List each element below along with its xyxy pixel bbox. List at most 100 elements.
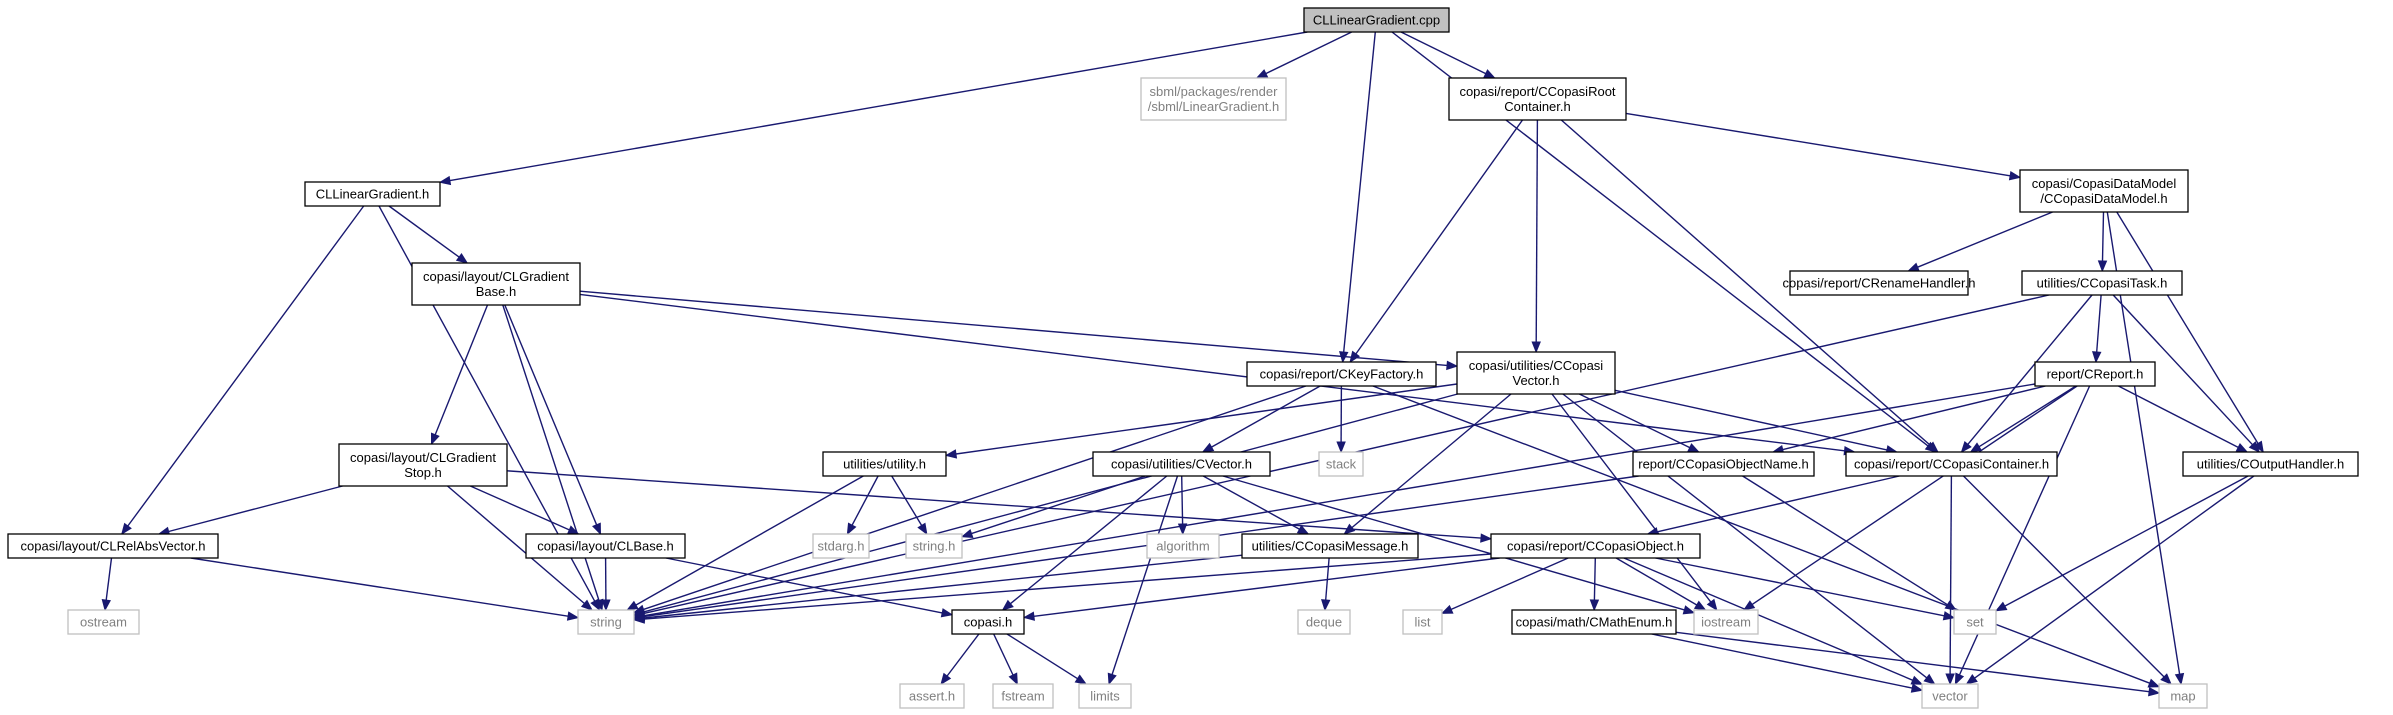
node-box bbox=[1921, 683, 1979, 709]
arrowhead-icon bbox=[846, 522, 857, 536]
edge-task-to-creport bbox=[2092, 294, 2102, 364]
edge-cvector-to-copasi_h bbox=[1001, 475, 1168, 611]
edge-line bbox=[635, 475, 864, 606]
node-task[interactable]: utilities/CCopasiTask.h bbox=[2021, 270, 2183, 296]
edge-copasivector-to-utility bbox=[944, 383, 1458, 459]
arrowhead-icon bbox=[1923, 673, 1936, 685]
node-objectname[interactable]: report/CCopasiObjectName.h bbox=[1632, 451, 1815, 477]
node-box bbox=[1318, 451, 1364, 477]
edge-cvector-to-limits bbox=[1107, 475, 1179, 686]
node-label: sbml/packages/render bbox=[1150, 84, 1279, 99]
node-label: stack bbox=[1326, 457, 1357, 472]
edge-root-to-cl_lg_h bbox=[438, 31, 1308, 186]
edge-line bbox=[447, 485, 585, 605]
node-box bbox=[822, 451, 947, 477]
edge-line bbox=[1351, 393, 1512, 529]
node-label: ostream bbox=[80, 615, 127, 630]
arrowhead-icon bbox=[2160, 673, 2172, 685]
node-label: set bbox=[1966, 615, 1984, 630]
node-label: Container.h bbox=[1504, 99, 1571, 114]
arrowhead-icon bbox=[940, 672, 952, 686]
node-box bbox=[411, 262, 581, 306]
node-message[interactable]: utilities/CCopasiMessage.h bbox=[1241, 533, 1419, 559]
node-fstream: fstream bbox=[992, 683, 1054, 709]
node-set: set bbox=[1953, 609, 1997, 635]
arrowhead-icon bbox=[120, 522, 132, 536]
edge-line bbox=[643, 553, 1492, 620]
edge-rootcontainer-to-copasivector bbox=[1531, 119, 1541, 354]
arrowhead-icon bbox=[1296, 524, 1310, 535]
edge-line bbox=[1535, 119, 1539, 343]
edge-gradstop-to-object bbox=[506, 470, 1493, 543]
edge-line bbox=[1625, 112, 2011, 177]
node-utility[interactable]: utilities/utility.h bbox=[822, 451, 947, 477]
node-creport[interactable]: report/CReport.h bbox=[2034, 361, 2156, 387]
edge-line bbox=[1006, 633, 1078, 680]
edge-object-to-vector bbox=[1623, 557, 1924, 685]
node-cvector[interactable]: copasi/utilities/CVector.h bbox=[1092, 451, 1271, 477]
node-box bbox=[1402, 609, 1443, 635]
edge-gradbase-to-string bbox=[502, 304, 604, 612]
arrowhead-icon bbox=[917, 522, 928, 536]
node-mathenum[interactable]: copasi/math/CMathEnum.h bbox=[1511, 609, 1677, 635]
edge-line bbox=[643, 385, 1307, 611]
node-vector: vector bbox=[1921, 683, 1979, 709]
node-box bbox=[812, 533, 870, 559]
edge-line bbox=[1181, 475, 1184, 525]
node-box bbox=[1456, 351, 1616, 395]
node-box bbox=[1241, 533, 1419, 559]
node-box bbox=[1693, 609, 1759, 635]
node-label: algorithm bbox=[1156, 539, 1209, 554]
arrowhead-icon bbox=[2253, 440, 2264, 454]
edge-line bbox=[2096, 294, 2102, 353]
node-root[interactable]: CLLinearGradient.cpp bbox=[1303, 7, 1450, 33]
node-outputhandler[interactable]: utilities/COutputHandler.h bbox=[2182, 451, 2359, 477]
node-renamehandler[interactable]: copasi/report/CRenameHandler.h bbox=[1783, 270, 1976, 296]
edge-line bbox=[1372, 385, 2150, 684]
edge-clbase-to-copasi_h bbox=[665, 557, 954, 618]
edge-line bbox=[1657, 475, 1900, 533]
edge-creport-to-string bbox=[632, 383, 2036, 621]
edge-utility-to-string_h bbox=[891, 475, 928, 536]
node-copasi-h[interactable]: copasi.h bbox=[951, 609, 1025, 635]
arrowhead-icon bbox=[1446, 360, 1459, 371]
arrowhead-icon bbox=[1480, 533, 1493, 543]
node-box bbox=[577, 609, 635, 635]
edge-line bbox=[190, 557, 569, 617]
edge-line bbox=[891, 475, 923, 526]
edge-line bbox=[993, 633, 1014, 676]
edge-line bbox=[470, 485, 570, 531]
edge-line bbox=[579, 293, 1845, 452]
node-cl-lg-h[interactable]: CLLinearGradient.h bbox=[304, 181, 441, 207]
edge-keyfactory-to-cvector bbox=[1201, 385, 1321, 453]
edge-line bbox=[1343, 31, 1376, 353]
node-object[interactable]: copasi/report/CCopasiObject.h bbox=[1490, 533, 1701, 559]
node-label: copasi/report/CKeyFactory.h bbox=[1260, 367, 1424, 382]
arrowhead-icon bbox=[1960, 440, 1972, 454]
edge-outputhandler-to-vector bbox=[1965, 475, 2255, 685]
node-label: CLLinearGradient.cpp bbox=[1313, 13, 1440, 28]
node-clbase[interactable]: copasi/layout/CLBase.h bbox=[525, 533, 686, 559]
node-datamodel[interactable]: copasi/CopasiDataModel/CCopasiDataModel.… bbox=[2019, 169, 2189, 213]
node-keyfactory[interactable]: copasi/report/CKeyFactory.h bbox=[1246, 361, 1437, 387]
edge-line bbox=[105, 557, 113, 601]
node-relabs[interactable]: copasi/layout/CLRelAbsVector.h bbox=[7, 533, 219, 559]
edge-line bbox=[2118, 385, 2239, 449]
node-algorithm: algorithm bbox=[1146, 533, 1220, 559]
edge-line bbox=[1623, 557, 1914, 681]
edge-line bbox=[1551, 393, 1712, 603]
edge-root-to-keyfactory bbox=[1339, 31, 1376, 364]
edge-utility-to-stdarg bbox=[846, 475, 879, 536]
node-box bbox=[992, 683, 1054, 709]
edge-gradbase-to-container bbox=[579, 293, 1856, 456]
node-container[interactable]: copasi/report/CCopasiContainer.h bbox=[1845, 451, 2058, 477]
edge-datamodel-to-renamehandler bbox=[1907, 211, 2053, 272]
edge-line bbox=[1967, 294, 2093, 445]
node-label: copasi/utilities/CCopasi bbox=[1469, 358, 1604, 373]
node-label: Stop.h bbox=[404, 465, 442, 480]
